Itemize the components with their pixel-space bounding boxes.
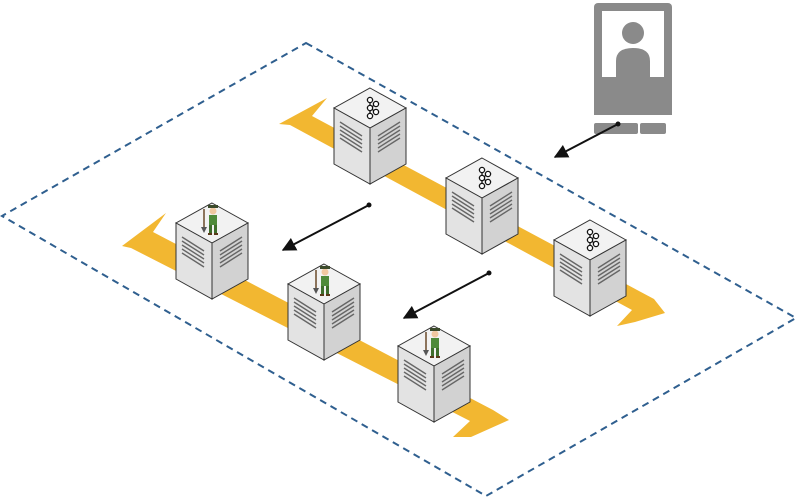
arrow-origin-dot [486,270,492,276]
zookeeper-keeper-icon [313,266,330,296]
server-vent-lines [559,253,621,285]
client-to-upper-tier-arrow [553,123,619,158]
user-body [616,48,650,77]
servers-layer [174,87,628,423]
user-computer-terminal-icon[interactable] [594,3,672,134]
server-vent-lines [403,359,465,391]
zookeeper-keeper-icon [423,328,440,358]
arrow-origin-dot [366,202,372,208]
upper-to-lower-server-3-arrow [402,272,490,319]
lower-server-2[interactable] [286,263,362,361]
kafka-logo-icon [478,166,492,190]
kafka-logo-icon [586,228,600,252]
upper-server-1[interactable] [332,87,408,185]
cluster-boundary [0,41,799,498]
upper-to-lower-server-1-arrow [281,204,370,251]
upper-server-3[interactable] [552,219,628,317]
kafka-logo-icon [366,96,380,120]
card-slot [640,123,666,134]
server-vent-lines [451,191,513,223]
upper-server-2[interactable] [444,157,520,255]
user-head [622,22,644,44]
zookeeper-keeper-icon [201,205,218,235]
arrow-origin-dot [615,121,621,127]
lower-server-1[interactable] [174,202,250,300]
server-vent-lines [293,297,355,329]
keyboard-base [594,83,672,115]
lower-server-3[interactable] [396,325,472,423]
server-vent-lines [181,236,243,268]
server-vent-lines [339,121,401,153]
